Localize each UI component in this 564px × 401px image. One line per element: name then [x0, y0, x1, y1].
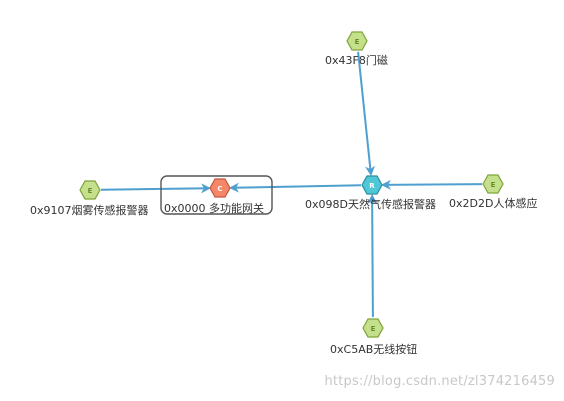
end-device-hex-icon [482, 174, 504, 194]
node-smoke-sensor[interactable]: E 0x9107烟雾传感报警器 [30, 180, 149, 217]
link-button-to-router [367, 194, 378, 318]
body-label: 0x2D2D人体感应 [449, 196, 537, 210]
link-layer [100, 51, 483, 318]
node-door-sensor[interactable]: E 0x43F8门磁 [325, 31, 388, 67]
router-label: 0x098D天然气传感报警器 [305, 197, 436, 211]
smoke-letter: E [88, 187, 93, 195]
coordinator-hex-icon [209, 178, 231, 198]
coordinator-label: 0x0000 多功能网关 [164, 201, 264, 215]
coordinator-selection-box [160, 175, 273, 215]
button-label: 0xC5AB无线按钮 [330, 342, 417, 356]
end-device-hex-icon [79, 180, 101, 200]
node-coordinator[interactable]: C 0x0000 多功能网关 [164, 178, 264, 215]
coordinator-letter: C [217, 185, 222, 193]
node-wireless-button[interactable]: E 0xC5AB无线按钮 [330, 318, 417, 356]
smoke-label: 0x9107烟雾传感报警器 [30, 203, 149, 217]
link-door-to-router [357, 51, 376, 177]
door-letter: E [355, 38, 360, 46]
body-letter: E [491, 181, 496, 189]
node-router[interactable]: R 0x098D天然气传感报警器 [305, 175, 436, 211]
node-body-sensor[interactable]: E 0x2D2D人体感应 [449, 174, 537, 210]
router-hex-icon [361, 175, 383, 195]
router-letter: R [369, 182, 375, 190]
door-label: 0x43F8门磁 [325, 53, 388, 67]
link-smoke-to-coordinator [100, 183, 211, 194]
watermark-text: https://blog.csdn.net/zl374216459 [324, 374, 555, 389]
link-router-to-coordinator [229, 182, 362, 193]
end-device-hex-icon [346, 31, 368, 51]
end-device-hex-icon [362, 318, 384, 338]
link-body-to-router [381, 179, 483, 190]
button-letter: E [371, 325, 376, 333]
